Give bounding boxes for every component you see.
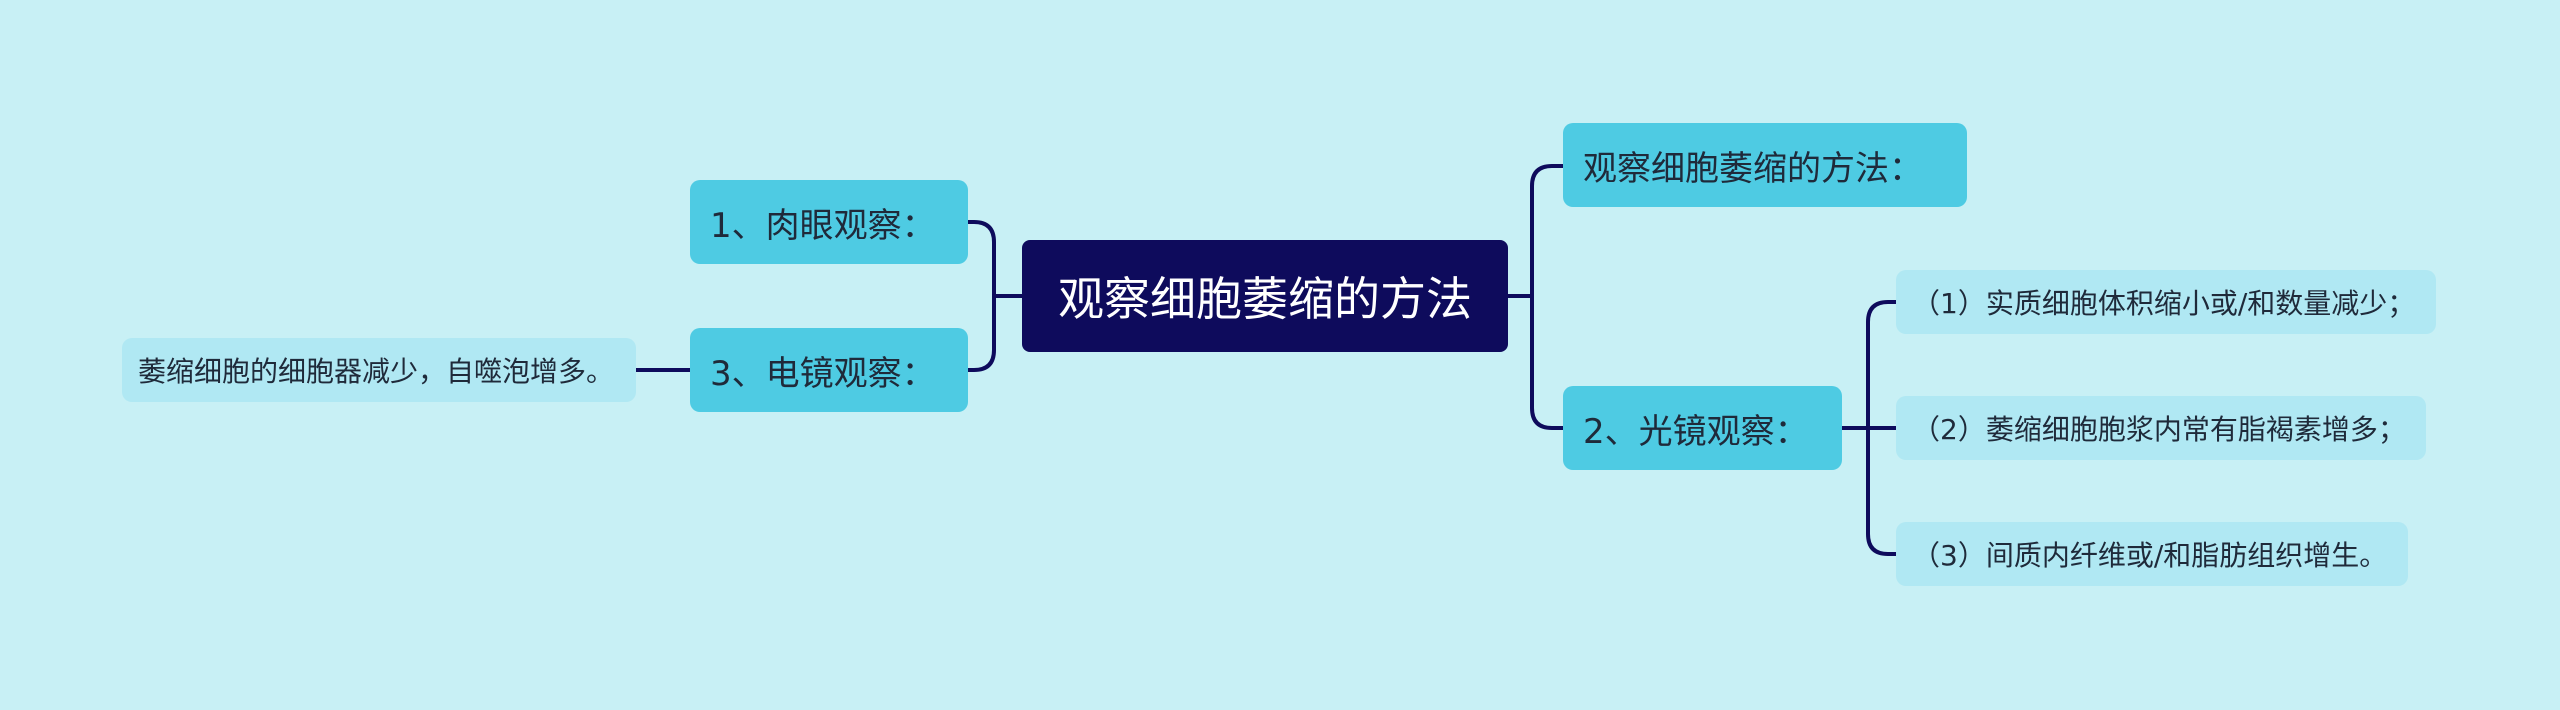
topic-naked-eye[interactable]: 1、肉眼观察： [690, 180, 968, 264]
subtopic-light-3[interactable]: （3）间质内纤维或/和脂肪组织增生。 [1896, 522, 2408, 586]
connector-light-child-3 [1866, 426, 1898, 556]
root-topic[interactable]: 观察细胞萎缩的方法 [1022, 240, 1508, 352]
connector-left-electron [966, 294, 996, 372]
subtopic-electron-1[interactable]: 萎缩细胞的细胞器减少，自噬泡增多。 [122, 338, 636, 402]
connector-left-naked-eye [966, 220, 996, 298]
connector-right-light [1530, 294, 1565, 430]
subtopic-light-2[interactable]: （2）萎缩细胞胞浆内常有脂褐素增多； [1896, 396, 2426, 460]
topic-electron-microscope[interactable]: 3、电镜观察： [690, 328, 968, 412]
connector-light-child-1 [1866, 300, 1898, 430]
subtopic-light-1[interactable]: （1）实质细胞体积缩小或/和数量减少； [1896, 270, 2436, 334]
topic-method[interactable]: 观察细胞萎缩的方法： [1563, 123, 1967, 207]
connector-right-method [1530, 164, 1565, 298]
topic-light-microscope[interactable]: 2、光镜观察： [1563, 386, 1842, 470]
